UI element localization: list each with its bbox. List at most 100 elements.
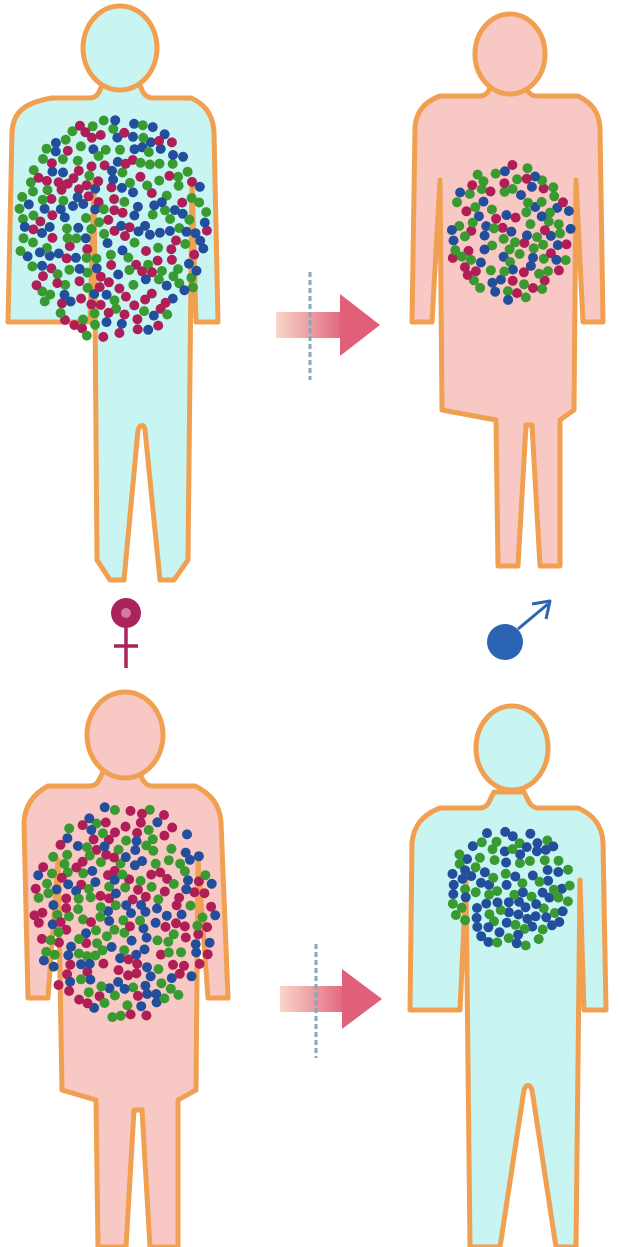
cell-dot	[561, 255, 571, 265]
cell-dot	[120, 310, 130, 320]
cell-dot	[115, 145, 125, 155]
cell-dot	[43, 888, 53, 898]
cell-dot	[471, 887, 481, 897]
cell-dot	[117, 319, 127, 329]
cell-dot	[532, 846, 542, 856]
cell-dot	[201, 207, 211, 217]
cell-dot	[130, 144, 140, 154]
cell-dot	[38, 271, 48, 281]
cell-dot	[148, 122, 158, 132]
cell-dot	[522, 230, 532, 240]
cell-dot	[109, 925, 119, 935]
cell-dot	[110, 827, 120, 837]
cell-dot	[475, 283, 485, 293]
cell-dot	[153, 321, 163, 331]
cell-dot	[151, 918, 161, 928]
male-symbol	[487, 601, 550, 660]
cell-dot	[38, 195, 48, 205]
cell-dot	[92, 254, 102, 264]
cell-dot	[554, 219, 564, 229]
cell-dot	[153, 894, 163, 904]
cell-dot	[109, 205, 119, 215]
cell-dot	[107, 942, 117, 952]
cell-dot	[142, 933, 152, 943]
cell-dot	[481, 899, 491, 909]
cell-dot	[450, 245, 460, 255]
cell-dot	[128, 187, 138, 197]
cell-dot	[153, 935, 163, 945]
cell-dot	[160, 887, 170, 897]
cell-dot	[138, 120, 148, 130]
cell-dot	[31, 884, 41, 894]
cell-dot	[476, 878, 486, 888]
cell-dot	[94, 217, 104, 227]
cell-dot	[538, 240, 548, 250]
cell-dot	[566, 224, 576, 234]
cell-dot	[447, 225, 457, 235]
cell-dot	[47, 167, 57, 177]
figure-top-left-male	[8, 6, 218, 580]
cell-dot	[40, 204, 50, 214]
cell-dot	[458, 874, 468, 884]
arrow-shaft	[280, 986, 348, 1012]
cell-dot	[86, 917, 96, 927]
cell-dot	[148, 210, 158, 220]
cell-dot	[155, 159, 165, 169]
cell-dot	[98, 332, 108, 342]
cell-dot	[125, 178, 135, 188]
cell-dot	[84, 171, 94, 181]
cell-dot	[482, 828, 492, 838]
cell-dot	[484, 909, 494, 919]
cell-dot	[20, 222, 30, 232]
cell-dot	[87, 866, 97, 876]
cell-dot	[145, 230, 155, 240]
cell-dot	[157, 197, 167, 207]
cell-dot	[562, 239, 572, 249]
cell-dot	[108, 124, 118, 134]
cell-dot	[182, 829, 192, 839]
cell-dot	[488, 873, 498, 883]
cell-dot	[114, 284, 124, 294]
cell-dot	[517, 878, 527, 888]
cell-dot	[91, 925, 101, 935]
cell-dot	[37, 934, 47, 944]
male-head	[476, 706, 548, 790]
cell-dot	[535, 877, 545, 887]
cell-dot	[49, 962, 59, 972]
cell-dot	[78, 315, 88, 325]
cell-dot	[521, 941, 531, 951]
cell-dot	[159, 831, 169, 841]
cell-dot	[130, 238, 140, 248]
cell-dot	[132, 314, 142, 324]
cell-dot	[132, 836, 142, 846]
cell-dot	[167, 255, 177, 265]
cell-dot	[162, 911, 172, 921]
cell-dot	[164, 855, 174, 865]
cell-dot	[61, 894, 71, 904]
cell-dot	[531, 899, 541, 909]
cell-dot	[73, 904, 83, 914]
cell-dot	[538, 925, 548, 935]
cell-dot	[205, 938, 215, 948]
cell-dot	[84, 884, 94, 894]
cell-dot	[96, 300, 106, 310]
cell-dot	[498, 223, 508, 233]
cell-dot	[155, 228, 165, 238]
cell-dot	[177, 198, 187, 208]
cell-dot	[137, 856, 147, 866]
cell-dot	[124, 265, 134, 275]
cell-dot	[28, 224, 38, 234]
cell-dot	[489, 223, 499, 233]
cell-dot	[199, 888, 209, 898]
cell-dot	[107, 166, 117, 176]
cell-dot	[165, 226, 175, 236]
cell-dot	[144, 147, 154, 157]
cell-dot	[565, 881, 575, 891]
cell-dot	[15, 204, 25, 214]
cell-dot	[37, 908, 47, 918]
male-symbol-shaft	[518, 604, 548, 629]
cell-dot	[521, 207, 531, 217]
cell-dot	[511, 213, 521, 223]
cell-dot	[106, 250, 116, 260]
cell-dot	[515, 858, 525, 868]
